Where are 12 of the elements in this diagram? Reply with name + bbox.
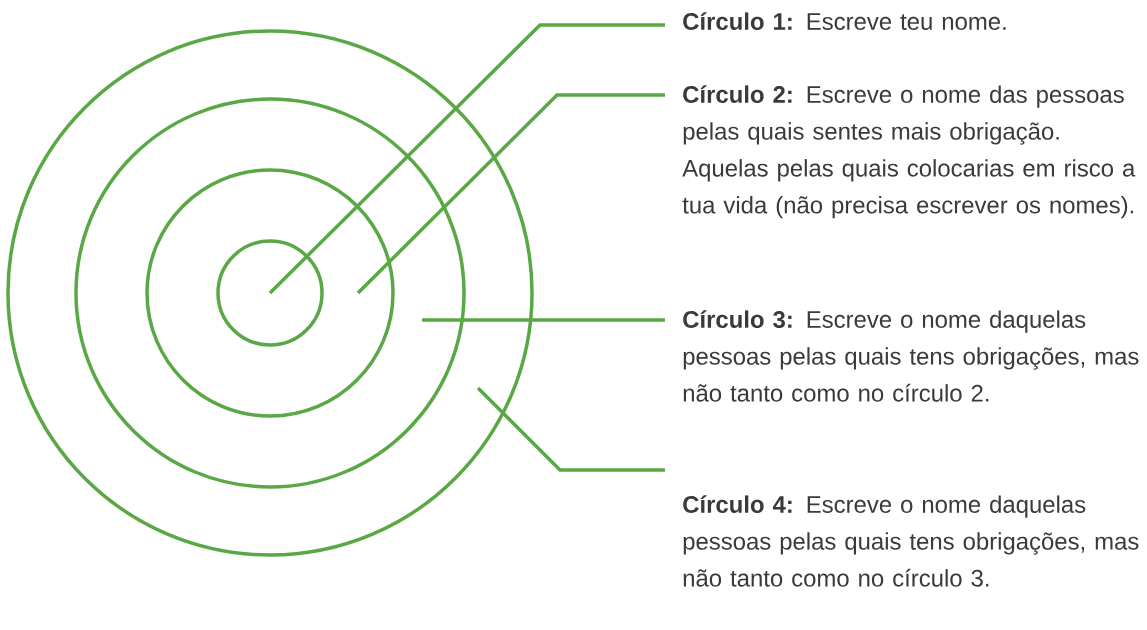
- target-circle: [145, 168, 395, 418]
- instruction-text: Círculo 2: Escreve o nome das pessoas pelas quais sentes mais obrigação. Aquelas pelas quais colocarias em risco a tua vida (não precisa escrever os nomes).: [682, 85, 1136, 219]
- target-circle: [74, 97, 466, 489]
- leader-line: [268, 23, 665, 295]
- instruction-text: Círculo 3: Escreve o nome daquelas pessoas pelas quais tens obrigações, mas não tanto como no círculo 2.: [683, 310, 1139, 402]
- leader-line: [422, 318, 665, 322]
- target-circle: [216, 239, 324, 347]
- instruction-text: Círculo 1: Escreve teu nome.: [683, 12, 1006, 30]
- instruction-text: Círculo 4: Escreve o nome daquelas pessoas pelas quais tens obrigações, mas não tanto como no círculo 3.: [683, 495, 1139, 587]
- target-circle: [6, 29, 534, 557]
- leader-line: [356, 93, 665, 295]
- leader-line: [476, 386, 665, 472]
